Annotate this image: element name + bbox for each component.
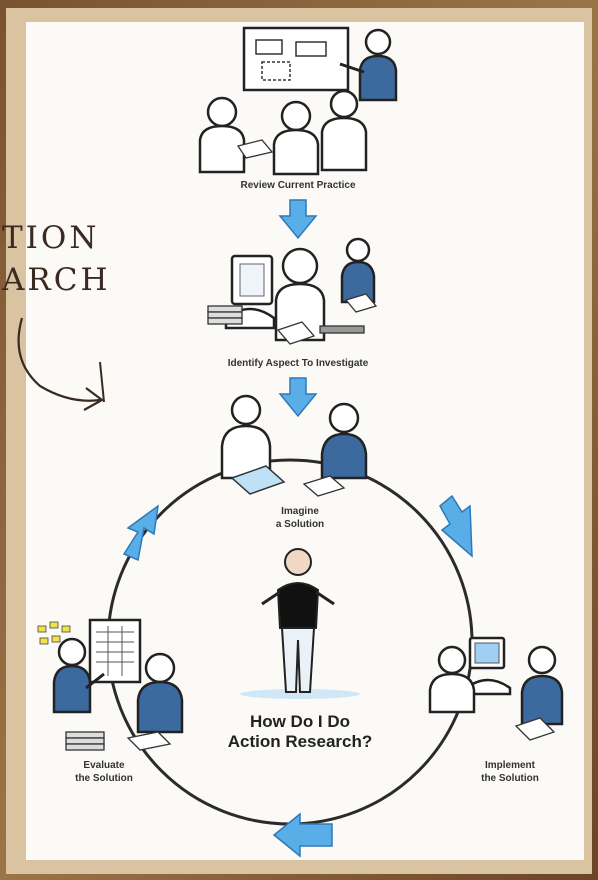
evaluator-person xyxy=(52,664,92,714)
evaluate-solution-label: Evaluate the Solution xyxy=(75,760,133,784)
review-practice-label: Review Current Practice xyxy=(240,180,356,191)
side-title-line1: TION xyxy=(2,220,100,256)
colleague-person xyxy=(340,260,376,304)
evaluate-solution-illustration xyxy=(37,618,184,751)
presenter-body xyxy=(358,54,398,102)
central-presenter-figure xyxy=(240,548,360,699)
book-stack xyxy=(65,731,105,739)
whiteboard xyxy=(242,26,350,92)
arrow-down-2 xyxy=(278,377,318,418)
helper-person xyxy=(520,674,564,726)
implementer-person xyxy=(428,672,476,714)
keyboard xyxy=(319,325,365,334)
paper-sheet xyxy=(236,139,274,159)
arrow-to-implement xyxy=(439,494,473,558)
chart-board xyxy=(88,618,142,684)
audience-person xyxy=(272,128,320,176)
presenter-head xyxy=(364,28,392,56)
partner-person xyxy=(320,432,368,480)
side-title-line2: ARCH xyxy=(2,262,111,298)
arrow-to-imagine xyxy=(122,504,159,562)
audience-person xyxy=(320,116,368,172)
book-stack xyxy=(207,305,243,313)
audience-person xyxy=(198,124,246,174)
center-question: How Do I Do Action Research? xyxy=(227,712,373,752)
implement-solution-label: Implement the Solution xyxy=(481,760,539,784)
review-practice-illustration xyxy=(198,26,398,176)
handwritten-arrow xyxy=(17,317,101,402)
identify-aspect-illustration xyxy=(207,237,378,345)
floor-shadow xyxy=(240,689,360,699)
reviewer-person xyxy=(136,680,184,734)
arrow-down-1 xyxy=(278,199,318,240)
imagine-solution-illustration xyxy=(220,394,368,497)
arrow-to-evaluate xyxy=(272,812,333,858)
thinker-person xyxy=(220,424,272,480)
implement-solution-illustration xyxy=(428,636,564,741)
blue-sheet xyxy=(230,465,286,495)
identify-aspect-label: Identify Aspect To Investigate xyxy=(227,358,369,369)
imagine-solution-label: Imagine a Solution xyxy=(275,506,325,530)
sticky-note xyxy=(37,625,47,633)
